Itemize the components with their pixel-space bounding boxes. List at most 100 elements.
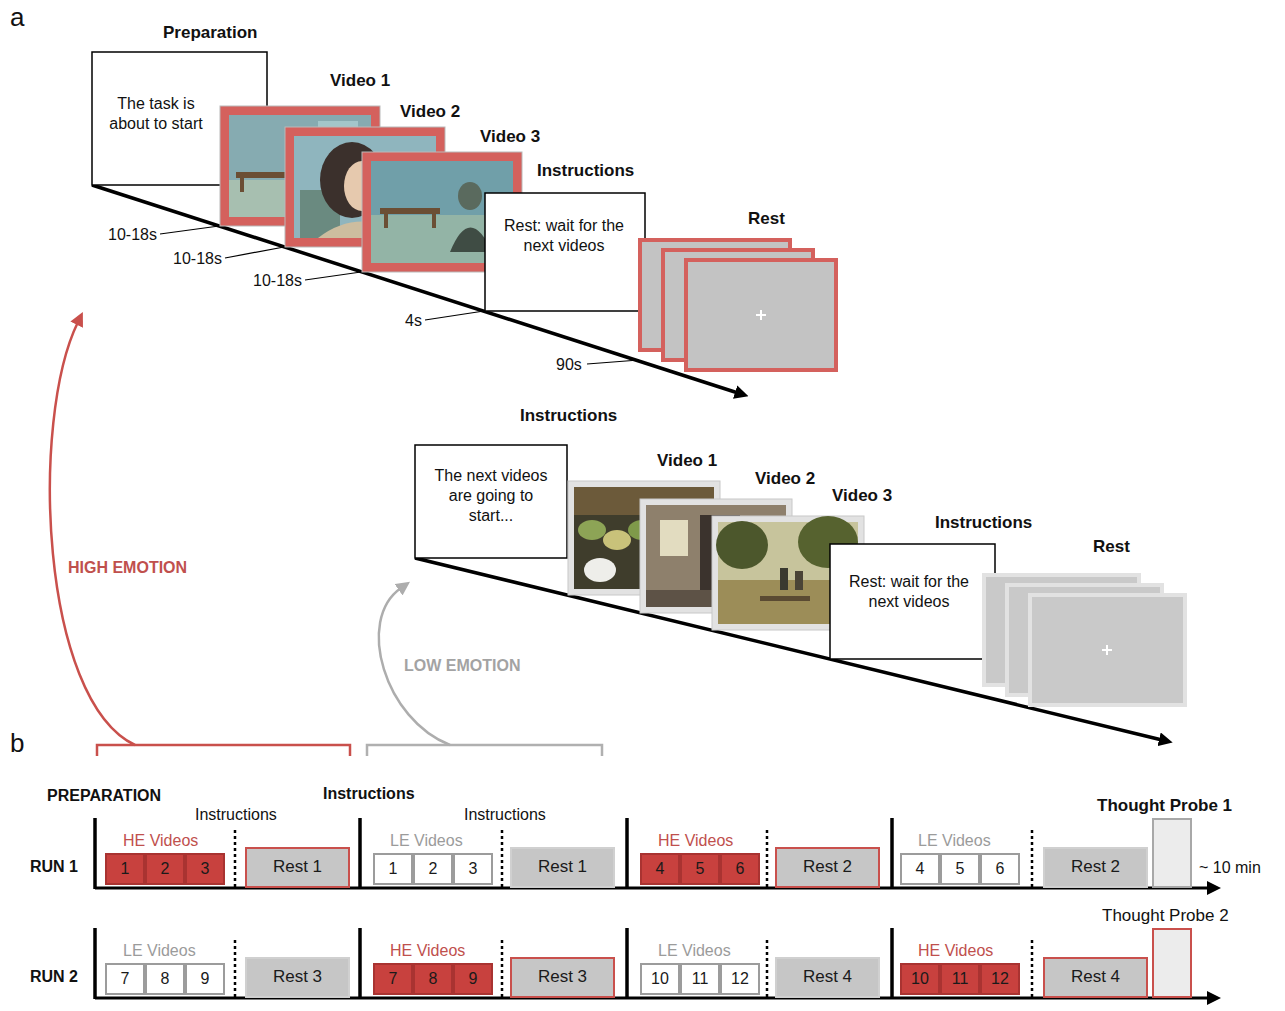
low-emotion-cards [584, 558, 616, 582]
box-label: 2 [429, 859, 438, 878]
box-label: 8 [161, 969, 170, 988]
screen-card: Video 1 [568, 481, 720, 595]
panel-letter: b [10, 728, 24, 758]
timeline-box: 11 [940, 963, 980, 995]
card-text: Rest: wait for the next videos [504, 217, 624, 254]
run-timeline [890, 928, 894, 999]
text-holder: Video 3 [480, 126, 540, 147]
text-holder: Video 1 [657, 450, 717, 471]
text-holder: The task is about to start [100, 94, 212, 134]
run-timeline [358, 818, 362, 889]
box-label: 8 [429, 969, 438, 988]
run-timeline [625, 818, 629, 889]
label-holder: LE Videos [123, 941, 196, 960]
run-timeline [1031, 940, 1034, 997]
box-label: 1 [121, 859, 130, 878]
high-emotion-cards [458, 182, 482, 210]
timeline-box: 9 [453, 963, 493, 995]
screen-card: PreparationThe task is about to start [92, 52, 267, 185]
annotation: ~ 10 min [1199, 859, 1261, 876]
annotation: HE Videos [658, 832, 733, 849]
annotation: HE Videos [390, 942, 465, 959]
box-label: 11 [952, 969, 969, 988]
card-heading: Rest [748, 209, 785, 228]
leader-line [587, 360, 639, 364]
high-emotion-cards [686, 260, 836, 370]
screen-card: Rest [686, 260, 836, 370]
box-label: 10 [651, 969, 669, 988]
high-emotion-cards [432, 214, 436, 228]
box-label: 12 [991, 969, 1009, 988]
card-heading: Video 2 [755, 469, 815, 488]
run-timeline [501, 940, 504, 997]
annotation: 90s [556, 356, 582, 373]
box-label: 6 [996, 859, 1005, 878]
annotation: LE Videos [658, 942, 731, 959]
label-holder: HE Videos [123, 831, 198, 850]
text-holder: Instructions [935, 512, 1032, 533]
annotation: 4s [405, 312, 422, 329]
timeline-box: Rest 2 [1043, 847, 1148, 888]
label-holder: a [10, 2, 24, 33]
label-holder: 90s [556, 355, 582, 374]
label-holder: HIGH EMOTION [68, 558, 187, 577]
timeline-box: 12 [720, 963, 760, 995]
timeline-box: 1 [373, 853, 413, 885]
box-label: 6 [736, 859, 745, 878]
timeline-box: Rest 3 [245, 957, 350, 998]
box-label: 5 [956, 859, 965, 878]
run-timeline [501, 830, 504, 887]
condition-arrows [367, 745, 602, 756]
box-label: 9 [201, 969, 210, 988]
run-timeline [625, 928, 629, 999]
box-label: Rest 1 [273, 857, 322, 877]
text-holder: Thought Probe 2 [1102, 905, 1229, 926]
text-holder: Instructions [537, 160, 634, 181]
timeline-box: 4 [900, 853, 940, 885]
run-timeline [93, 928, 97, 999]
box-label: Rest 3 [538, 967, 587, 987]
low-emotion-cards [830, 544, 995, 659]
box-label: Rest 2 [1071, 857, 1120, 877]
run-timeline [358, 928, 362, 999]
card-text: The next videos are going to start... [435, 467, 548, 524]
label-holder: RUN 2 [30, 967, 78, 986]
timeline-box: 3 [453, 853, 493, 885]
low-emotion-cards [780, 568, 788, 590]
label-holder: LE Videos [390, 831, 463, 850]
screen-card: Video 1 [220, 106, 380, 226]
card-heading: Video 2 [400, 102, 460, 121]
timeline-box: 3 [185, 853, 225, 885]
text-holder: Rest: wait for the next videos [497, 216, 631, 256]
label-holder: Instructions [464, 805, 546, 824]
text-holder: Rest [748, 208, 785, 229]
high-emotion-cards [760, 310, 762, 320]
box-label: 11 [692, 969, 709, 988]
card-heading: Instructions [935, 513, 1032, 532]
label-holder: ~ 10 min [1199, 858, 1261, 877]
run-timeline [234, 940, 237, 997]
run-timeline [890, 818, 894, 889]
low-emotion-cards [760, 596, 810, 601]
low-emotion-cards [716, 521, 768, 569]
screen-card: Rest [1030, 595, 1185, 705]
leader-line [425, 311, 484, 320]
low-emotion-cards [1030, 595, 1185, 705]
timeline-box: 8 [413, 963, 453, 995]
condition-arrows [97, 745, 350, 756]
card-heading: Rest [1093, 537, 1130, 556]
text-holder: Video 2 [755, 468, 815, 489]
timeline-box: 5 [680, 853, 720, 885]
card-heading: Instructions [537, 161, 634, 180]
panel-letter: a [10, 2, 24, 32]
label-holder: LE Videos [658, 941, 731, 960]
condition-arrows [50, 322, 602, 756]
timeline-box: 9 [185, 963, 225, 995]
label-holder: 4s [405, 311, 422, 330]
box-label: 10 [911, 969, 929, 988]
timeline-box: Rest 2 [775, 847, 880, 888]
box-label: Rest 1 [538, 857, 587, 877]
timeline-box: 6 [980, 853, 1020, 885]
text-holder: The next videos are going to start... [427, 466, 555, 526]
